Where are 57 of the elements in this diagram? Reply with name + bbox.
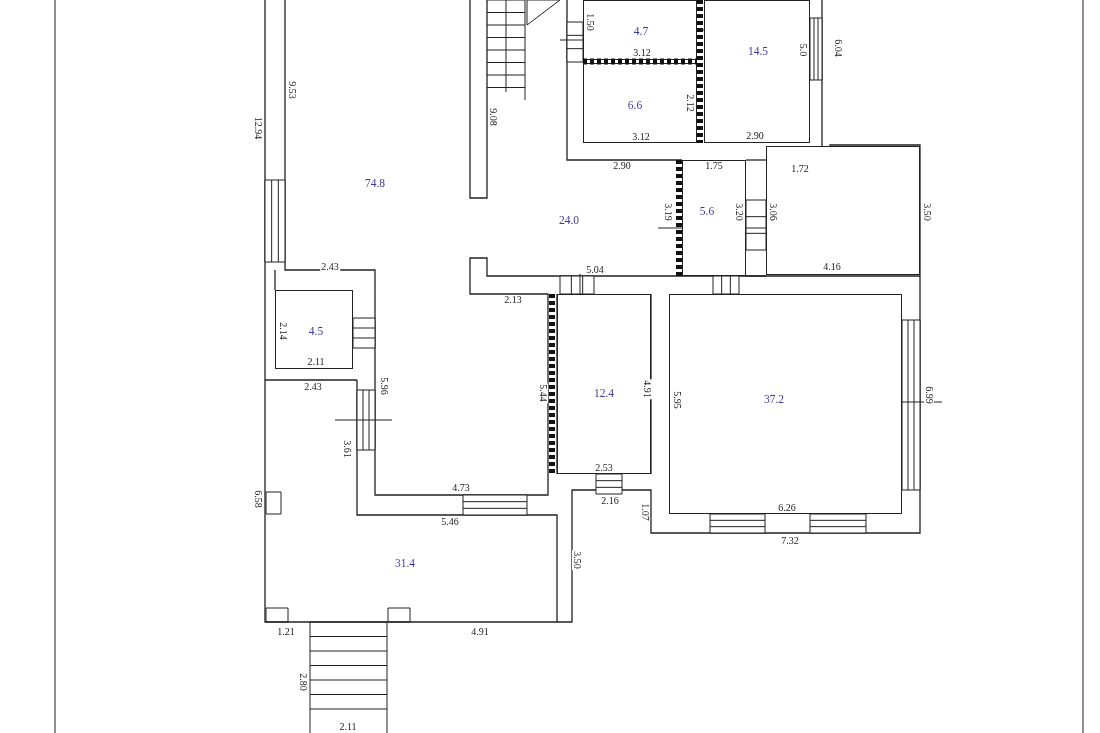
room bbox=[557, 294, 651, 474]
dimension-label: 1.07 bbox=[640, 502, 650, 522]
room bbox=[704, 0, 810, 143]
room bbox=[583, 63, 697, 143]
dimension-label: 3.20 bbox=[734, 202, 744, 222]
dimension-label: 2.90 bbox=[745, 131, 765, 141]
dimension-label: 3.61 bbox=[342, 439, 352, 459]
dimension-label: 2.12 bbox=[685, 93, 695, 113]
room bbox=[766, 146, 920, 275]
dimension-label: 12.94 bbox=[253, 115, 263, 141]
dimension-label: 5.04 bbox=[585, 265, 605, 275]
dimension-label: 4.91 bbox=[470, 627, 490, 637]
dimension-label: 1.21 bbox=[276, 627, 296, 637]
room-area: 14.5 bbox=[747, 45, 769, 57]
dimension-label: 3.12 bbox=[632, 48, 652, 58]
room-area: 74.8 bbox=[364, 177, 386, 189]
dimension-label: 2.16 bbox=[600, 496, 620, 506]
room-area: 24.0 bbox=[558, 214, 580, 226]
dimension-label: 5.95 bbox=[672, 390, 682, 410]
dimension-label: 1.72 bbox=[790, 164, 810, 174]
dimension-label: 5.46 bbox=[440, 517, 460, 527]
dimension-label: 1.50 bbox=[585, 12, 595, 32]
dimension-label: 7.32 bbox=[780, 536, 800, 546]
dimension-label: 9.53 bbox=[287, 80, 297, 100]
dimension-label: 3.50 bbox=[572, 550, 582, 570]
dimension-label: 4.73 bbox=[451, 483, 471, 493]
room bbox=[275, 290, 353, 369]
room-area: 31.4 bbox=[394, 557, 416, 569]
dimension-label: 2.13 bbox=[503, 295, 523, 305]
dimension-label: 2.43 bbox=[303, 382, 323, 392]
dimension-label: 5.96 bbox=[379, 376, 389, 396]
room-area: 4.7 bbox=[633, 25, 649, 37]
room bbox=[682, 160, 746, 276]
room-area: 37.2 bbox=[763, 393, 785, 405]
room bbox=[583, 0, 697, 60]
dimension-label: 6.58 bbox=[253, 489, 263, 509]
dimension-label: 2.11 bbox=[306, 357, 326, 367]
room bbox=[669, 294, 902, 514]
dimension-label: 6.26 bbox=[777, 503, 797, 513]
dimension-label: 4.16 bbox=[822, 262, 842, 272]
dimension-label: 3.12 bbox=[631, 132, 651, 142]
room-area: 12.4 bbox=[593, 387, 615, 399]
dimension-label: 2.14 bbox=[278, 321, 288, 341]
dimension-label: 6.04 bbox=[833, 38, 843, 58]
dimension-label: 6.99 bbox=[924, 385, 934, 405]
dimension-label: 3.06 bbox=[768, 202, 778, 222]
dimension-label: 2.53 bbox=[594, 463, 614, 473]
room-area: 6.6 bbox=[627, 99, 643, 111]
room-area: 4.5 bbox=[308, 325, 324, 337]
dimension-label: 5.44 bbox=[538, 383, 548, 403]
dimension-label: 9.08 bbox=[488, 107, 498, 127]
dimension-label: 2.11 bbox=[338, 722, 358, 732]
dimension-label: 2.80 bbox=[298, 672, 308, 692]
room-area: 5.6 bbox=[699, 205, 715, 217]
dimension-label: 5.0 bbox=[798, 42, 808, 58]
dimension-label: 4.91 bbox=[642, 379, 652, 399]
dimension-label: 1.75 bbox=[704, 161, 724, 171]
